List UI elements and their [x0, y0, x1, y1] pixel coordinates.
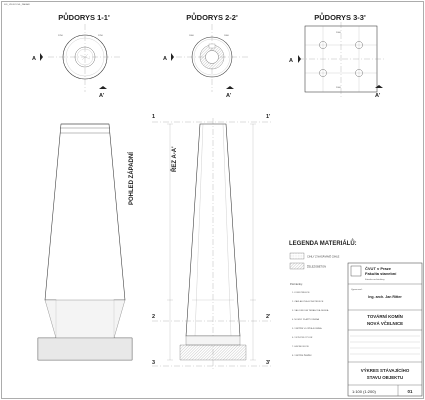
note-8: 8. VNITŘNÍ ŽEBŘÍK — [292, 354, 312, 357]
legend-item-2: ŽELEZOBETON — [307, 264, 326, 269]
plan-1-title: PŮDORYS 1-1' — [58, 12, 110, 22]
plan-2-marker-a: A — [163, 56, 167, 62]
section-arrow-icon — [375, 85, 383, 88]
level-2-right: 2' — [266, 314, 271, 320]
plan-1: PŮDORYS 1-1' 2250 2250 A A' — [32, 12, 122, 99]
project-name-1: TOVÁRNÍ KOMÍN — [367, 314, 403, 319]
note-1: 1. KONSTRUKCE — [292, 292, 310, 294]
note-4: 4. NOSNÝ PLÁŠŤ KOMÍNA — [292, 318, 320, 321]
note-6: 6. VSTUPNÍ OTVOR — [292, 336, 313, 339]
drawing-name-1: VÝKRES STÁVAJÍCÍHO — [361, 368, 410, 373]
level-3-right: 3' — [266, 360, 271, 366]
note-7: 7. HROMOSVOD — [292, 346, 309, 348]
legend-swatch-brick — [289, 252, 305, 260]
plan-3-marker-b: A' — [375, 93, 381, 99]
plan-3-title: PŮDORYS 3-3' — [314, 12, 366, 22]
section-arrow-icon — [298, 55, 301, 63]
svg-text:2250: 2250 — [98, 35, 104, 37]
level-1-left: 1 — [152, 114, 155, 120]
project-name-2: NOVÁ VČELNICE — [367, 321, 403, 326]
section-arrow-icon — [40, 53, 43, 61]
svg-text:2000: 2000 — [336, 87, 342, 89]
author-label: Vypracoval: — [351, 288, 363, 291]
university-name: ČVUT v Praze — [365, 266, 392, 271]
drawing-scale: 1:100 (1:200) — [352, 389, 376, 394]
section-label: ŘEZ A-A' — [170, 146, 178, 172]
note-2: 2. ZÁKLADOVÁ KONSTRUKCE — [292, 300, 324, 303]
level-1-right: 1' — [266, 114, 271, 120]
sheet-number: 01 — [408, 389, 413, 394]
svg-text:2250: 2250 — [58, 35, 64, 37]
plan-3: PŮDORYS 3-3' 2000 2000 A A' — [289, 12, 384, 99]
level-markers: 1 1' 2 2' 3 3' — [152, 114, 272, 367]
level-3-left: 3 — [152, 360, 155, 366]
materials-legend: LEGENDA MATERIÁLŮ: CIHLY Z NASÁVAVÉ CIHL… — [289, 239, 357, 357]
section-arrow-icon — [99, 86, 107, 89]
legend-title: LEGENDA MATERIÁLŮ: — [289, 239, 357, 247]
legend-swatch-concrete — [289, 262, 305, 270]
section-arrow-icon — [171, 53, 174, 61]
plan-2: PŮDORYS 2-2' 1800 1800 A A' — [163, 12, 250, 99]
notes-title: Poznámky: — [290, 282, 303, 286]
plan-1-marker-b: A' — [99, 93, 105, 99]
plan-1-marker-a: A — [32, 56, 36, 62]
west-elevation: POHLED ZÁPADNÍ — [37, 123, 135, 361]
section-arrow-icon — [226, 86, 234, 89]
note-5: 5. VNITŘNÍ VLOŽKA KOMÍNA — [292, 327, 322, 330]
plan-2-marker-b: A' — [226, 93, 232, 99]
svg-text:2000: 2000 — [336, 32, 342, 34]
elevation-label: POHLED ZÁPADNÍ — [127, 152, 135, 205]
faculty-name: Fakulta stavební — [365, 271, 397, 276]
university-logo-icon — [350, 265, 362, 277]
note-3: 3. VALOUNOVÁ TERASOVÁ DESKA — [292, 309, 329, 312]
section-a-a: ŘEZ A-A' — [167, 118, 256, 370]
legend-item-1: CIHLY Z NASÁVAVÉ CIHLE — [307, 254, 340, 259]
drawing-name-2: STAVU OBJEKTU — [367, 375, 403, 380]
svg-text:1800: 1800 — [189, 35, 195, 37]
level-2-left: 2 — [152, 314, 155, 320]
title-block: ČVUT v Praze Fakulta stavební Katedra ar… — [347, 262, 423, 397]
author-name: Ing. arch. Jan Ritter — [368, 295, 402, 299]
file-info: 001_VELKOCHL_ZADANI — [4, 3, 30, 6]
plan-2-title: PŮDORYS 2-2' — [186, 12, 238, 22]
svg-text:1800: 1800 — [224, 35, 230, 37]
department-name: Katedra architektury — [365, 278, 385, 281]
plan-3-marker-a: A — [289, 58, 293, 64]
